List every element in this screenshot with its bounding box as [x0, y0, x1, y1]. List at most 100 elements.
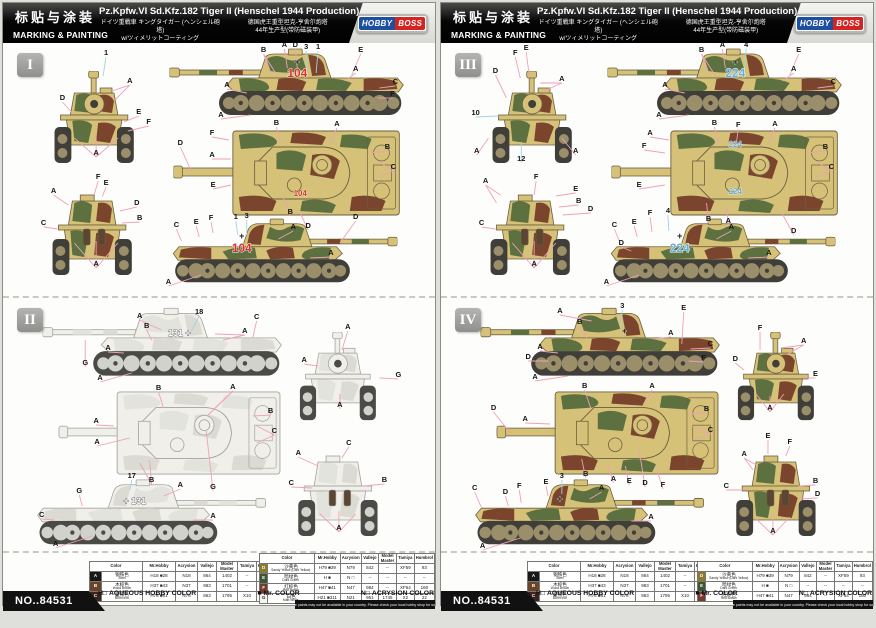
callout-F: F	[787, 437, 792, 446]
leader-line	[283, 48, 288, 69]
kit-title: Pz.Kpfw.VI Sd.Kfz.182 Tiger II (Henschel…	[537, 6, 853, 17]
leader-line	[291, 486, 313, 489]
leader-line	[78, 494, 83, 507]
callout-C: C	[289, 478, 295, 487]
color-table-header: Tamiya	[237, 560, 257, 573]
leader-line	[99, 372, 132, 383]
leader-line	[210, 221, 214, 234]
callout-A: A	[97, 373, 103, 382]
callout-3: 3	[620, 301, 624, 310]
callout-C: C	[831, 77, 837, 86]
callout-A: A	[647, 128, 653, 137]
legend-mr-color: ■Mr. COLOR	[695, 590, 738, 597]
turret-marking: + 131	[124, 496, 147, 506]
callout-E: E	[796, 45, 801, 54]
color-key-swatch: D	[696, 571, 707, 583]
callout-C: C	[254, 312, 260, 321]
marking-painting-title: 标贴与涂装 MARKING & PAINTING	[451, 7, 546, 40]
tank-view-rear	[736, 456, 816, 536]
kit-number: NO..84531	[441, 591, 543, 611]
leader-line	[341, 446, 350, 459]
leader-line	[111, 84, 130, 92]
turret-marking: 224	[670, 241, 690, 255]
callout-F: F	[701, 353, 706, 362]
callout-A: A	[729, 222, 735, 231]
leader-line	[701, 53, 716, 77]
leader-line	[276, 126, 281, 144]
color-table-header: Vallejo	[798, 560, 817, 573]
callout-C: C	[724, 481, 730, 490]
logo-hobby: HOBBY	[796, 16, 834, 30]
callout-A: A	[531, 259, 537, 268]
color-table-header: Model Master	[378, 552, 397, 565]
callout-A: A	[474, 146, 480, 155]
callout-A: A	[93, 416, 99, 425]
leader-line	[613, 228, 620, 242]
callout-A: A	[648, 512, 654, 521]
callout-D: D	[178, 138, 184, 147]
callout-A: A	[523, 414, 529, 423]
leader-line	[555, 192, 576, 197]
leader-line	[581, 458, 587, 479]
turret-marking: +	[295, 57, 300, 67]
leader-line	[93, 180, 99, 196]
callout-G: G	[210, 482, 216, 491]
color-value: 842	[798, 571, 817, 583]
leader-line	[263, 53, 271, 74]
tank-view-top	[496, 391, 718, 475]
callout-E: E	[627, 476, 632, 485]
availability-note: ※ Some paints may not be available in yo…	[733, 600, 873, 609]
leader-line	[369, 150, 388, 154]
color-table-header: Color	[697, 560, 753, 573]
callout-E: E	[632, 217, 637, 226]
leader-line	[638, 449, 646, 488]
title-chinese: 标贴与涂装	[14, 10, 95, 25]
color-key-swatch: F	[696, 591, 707, 603]
callout-A: A	[532, 372, 538, 381]
leader-line	[743, 457, 759, 467]
leader-line	[493, 411, 511, 434]
callout-F: F	[209, 213, 214, 222]
callout-A: A	[611, 474, 617, 483]
leader-line	[294, 48, 298, 69]
color-table-header: Vallejo	[360, 552, 380, 565]
callout-E: E	[681, 303, 686, 312]
callout-B: B	[823, 142, 829, 151]
leader-line	[690, 347, 711, 350]
leader-line	[649, 216, 653, 233]
tank-view-front	[492, 71, 572, 163]
leader-line	[341, 330, 349, 351]
leader-line	[215, 333, 245, 336]
leader-line	[692, 425, 711, 435]
callout-C: C	[39, 510, 45, 519]
turret-marking: 104	[232, 241, 252, 255]
callout-A: A	[224, 80, 230, 89]
callout-C: C	[174, 220, 180, 229]
callout-B: B	[261, 45, 267, 54]
leader-line	[815, 170, 832, 178]
leader-line	[252, 320, 258, 339]
callout-F: F	[661, 480, 666, 489]
callout-A: A	[53, 539, 59, 548]
leader-line	[658, 114, 689, 120]
leader-line	[252, 414, 271, 417]
leader-line	[787, 344, 804, 355]
logo-hobby: HOBBY	[358, 16, 396, 30]
legend-mr-color: ■Mr. COLOR	[257, 590, 300, 597]
callout-F: F	[758, 323, 763, 332]
callout-3: 3	[560, 471, 564, 480]
callout-B: B	[577, 317, 583, 326]
leader-line	[785, 445, 791, 457]
kit-number: NO..84531	[3, 591, 105, 611]
leader-line	[351, 53, 362, 76]
callout-C: C	[393, 77, 399, 86]
legend-acrysion: N□ACRYSION COLOR	[798, 590, 872, 597]
